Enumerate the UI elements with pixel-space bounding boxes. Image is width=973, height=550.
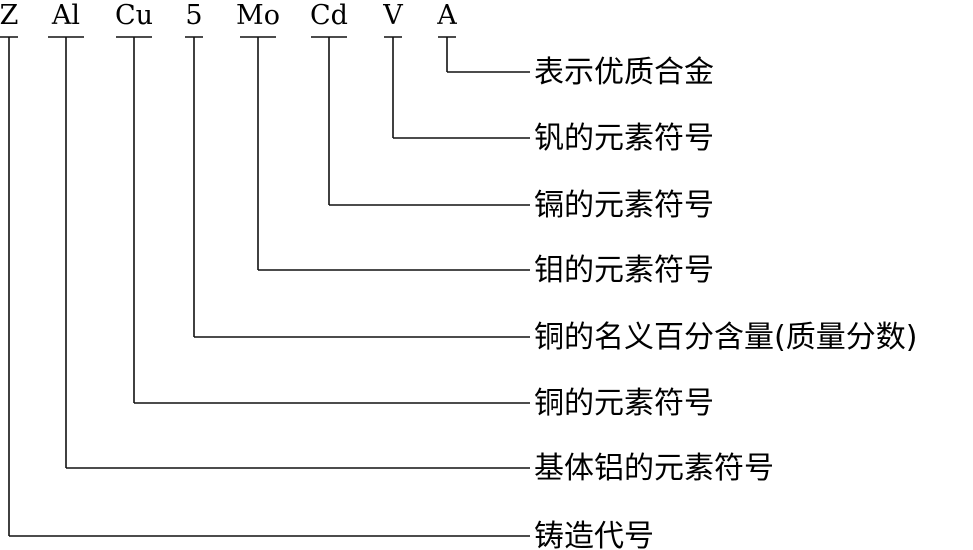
meaning-label-cd: 镉的元素符号: [534, 188, 714, 223]
meaning-label-mo: 钼的元素符号: [534, 253, 714, 288]
meaning-label-5: 铜的名义百分含量(质量分数): [534, 320, 917, 355]
meaning-label-z: 铸造代号: [534, 519, 654, 550]
meaning-label-al: 基体铝的元素符号: [534, 451, 774, 486]
part-mo: Mo 钼的元素符号: [236, 0, 714, 288]
meaning-label-cu: 铜的元素符号: [534, 386, 714, 421]
code-char-5: 5: [185, 0, 202, 31]
part-v: V 钒的元素符号: [382, 0, 714, 156]
code-char-a: A: [436, 0, 457, 31]
part-5: 5 铜的名义百分含量(质量分数): [185, 0, 917, 355]
part-al: Al 基体铝的元素符号: [48, 0, 774, 486]
part-cu: Cu 铜的元素符号: [115, 0, 714, 421]
code-char-cu: Cu: [115, 0, 153, 31]
code-char-v: V: [382, 0, 403, 31]
code-char-z: Z: [0, 0, 18, 31]
code-char-al: Al: [51, 0, 80, 31]
code-char-mo: Mo: [236, 0, 280, 31]
part-a: A 表示优质合金: [436, 0, 714, 90]
part-cd: Cd 镉的元素符号: [310, 0, 714, 223]
code-char-cd: Cd: [310, 0, 348, 31]
part-z: Z 铸造代号: [0, 0, 654, 550]
meaning-label-v: 钒的元素符号: [534, 121, 714, 156]
meaning-label-a: 表示优质合金: [534, 55, 714, 90]
